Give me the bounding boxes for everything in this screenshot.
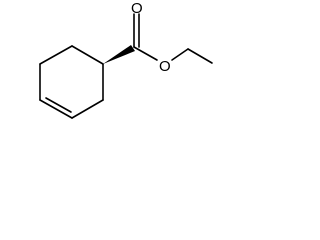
- bond-ch2-ch3: [187, 48, 213, 64]
- bond-wedge-ring-c1-carbonyl: [103, 45, 135, 64]
- bond-carbonyl-ester-o: [133, 46, 158, 61]
- bond-ring-c2-c3: [39, 45, 73, 65]
- bond-ring-c1-c2: [71, 45, 104, 65]
- bond-ester-o-ch2: [171, 48, 189, 61]
- atom-label-ester-o: O: [159, 58, 171, 75]
- bond-ring-c4-c5-double-inner: [45, 97, 72, 113]
- bond-ring-c5-c6: [71, 99, 104, 119]
- atom-label-carbonyl-o: O: [131, 0, 143, 17]
- bond-ring-c4-c5: [39, 99, 73, 119]
- ethyl-cyclohexene-carboxylate-structure: O O: [39, 0, 213, 119]
